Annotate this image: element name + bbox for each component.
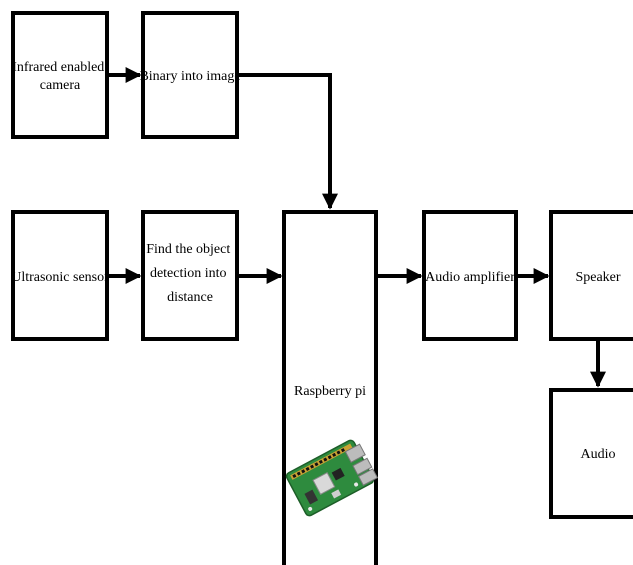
- node-label: Audio: [581, 447, 616, 462]
- node-box: [422, 210, 518, 341]
- label-line-1: Infrared enabled: [12, 60, 104, 75]
- node-label: Ultrasonic sensor: [11, 270, 109, 285]
- raspberry-pi-board-icon: [285, 439, 379, 517]
- node-box: [549, 388, 633, 519]
- label-line-3: distance: [167, 290, 213, 305]
- connectors: [107, 67, 606, 388]
- node-raspberry-pi: Raspberry pi: [282, 210, 379, 565]
- node-label: Find the object detection into distance: [146, 242, 234, 305]
- label-line-1: Find the object: [146, 242, 230, 257]
- node-audio-amplifier: Audio amplifier: [422, 210, 518, 341]
- node-label: Speaker: [575, 270, 620, 285]
- node-find-object: Find the object detection into distance: [141, 210, 239, 341]
- label-line-2: camera: [40, 78, 81, 93]
- node-binary-into-image: Binary into image: [139, 11, 241, 139]
- node-speaker: Speaker: [549, 210, 633, 341]
- node-infrared-camera: Infrared enabled camera: [11, 11, 109, 139]
- label-line-2: detection into: [150, 266, 227, 281]
- node-box: [11, 210, 109, 341]
- node-label: Binary into image: [139, 69, 240, 84]
- node-box: [549, 210, 633, 341]
- node-box: [141, 210, 239, 341]
- node-box: [11, 11, 109, 139]
- node-label: Audio amplifier: [425, 270, 515, 285]
- node-box: [141, 11, 239, 139]
- node-audio: Audio: [549, 388, 633, 519]
- edge-binary-to-raspberry: [237, 73, 338, 210]
- node-box: [282, 210, 378, 565]
- node-label: Raspberry pi: [294, 384, 366, 399]
- node-ultrasonic-sensor: Ultrasonic sensor: [11, 210, 109, 341]
- node-label: Infrared enabled camera: [12, 60, 108, 93]
